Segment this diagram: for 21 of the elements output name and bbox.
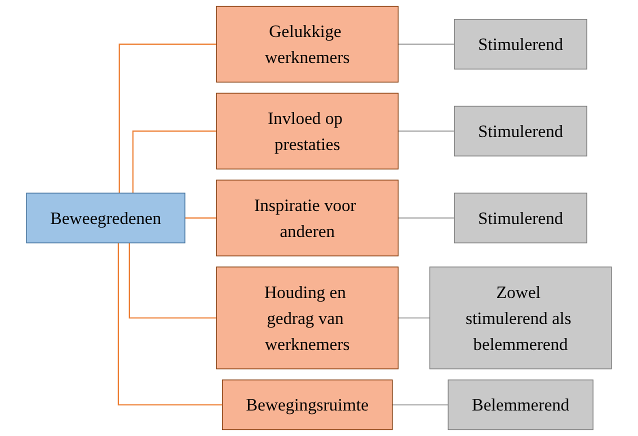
node-box: Houding en gedrag van werknemers — [216, 266, 399, 370]
connector — [398, 317, 430, 318]
connector — [398, 44, 454, 45]
connector — [118, 44, 216, 194]
node-box: Gelukkige werknemers — [216, 6, 399, 83]
connector — [184, 217, 216, 219]
connector — [118, 242, 222, 406]
node-box: Stimulerend — [454, 192, 588, 244]
connector — [398, 130, 454, 132]
connector — [398, 217, 454, 219]
node-box: Bewegingsruimte — [222, 380, 393, 430]
node-box: Invloed op prestaties — [216, 92, 399, 170]
node-box: Stimulerend — [454, 18, 588, 70]
node-box: Beweegredenen — [26, 192, 186, 244]
node-box: Belemmerend — [448, 380, 594, 430]
node-box: Zowel stimulerend als belemmerend — [429, 266, 612, 370]
connector — [132, 130, 216, 194]
node-box: Inspiratie voor anderen — [216, 180, 399, 256]
connector — [392, 404, 448, 406]
node-box: Stimulerend — [454, 106, 588, 156]
connector — [128, 242, 216, 318]
